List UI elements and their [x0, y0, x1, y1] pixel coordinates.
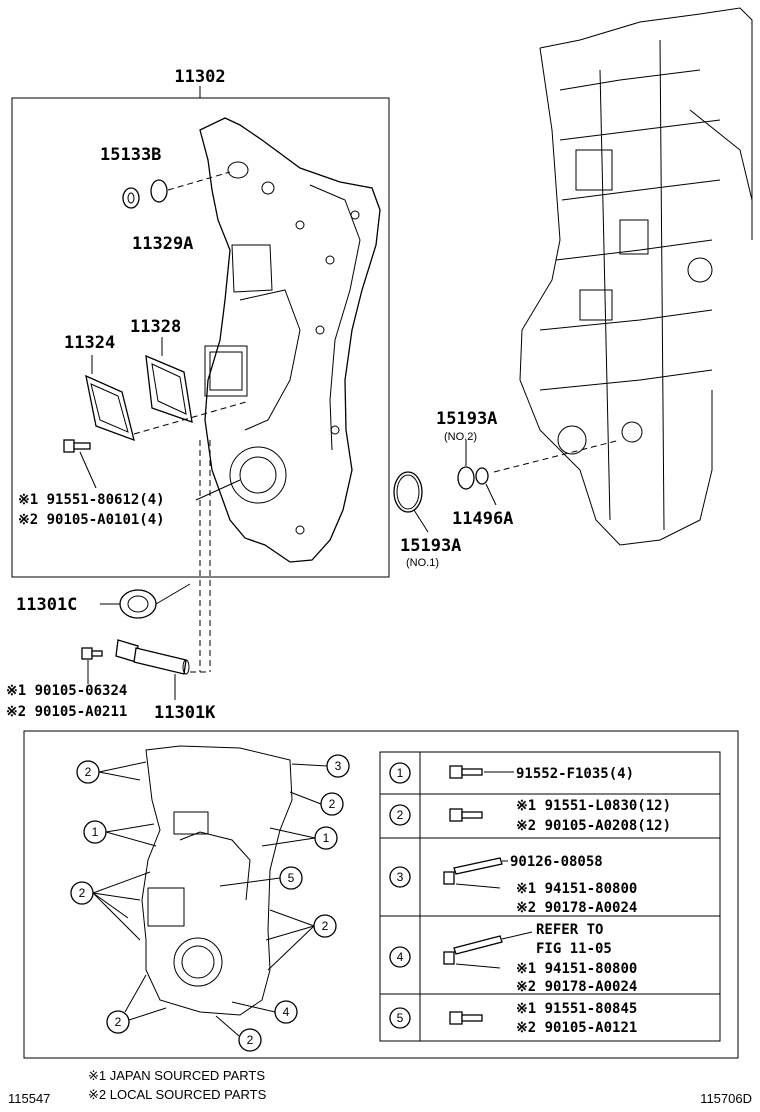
label-15133b: 15133B [100, 145, 161, 165]
callout-5: 5 [288, 871, 295, 885]
legend-num-5: 5 [397, 1011, 404, 1025]
callout-1b: 1 [323, 831, 330, 845]
footnote-local: ※2 LOCAL SOURCED PARTS [88, 1087, 267, 1102]
oring-11329a [150, 179, 168, 203]
sensor-bolt-line-2: ※2 90105-A0211 [6, 704, 127, 720]
callout-3: 3 [335, 759, 342, 773]
callout-2e: 2 [115, 1015, 122, 1029]
footer-right-id: 115706D [700, 1091, 752, 1106]
callout-2b: 2 [329, 797, 336, 811]
callout-4: 4 [283, 1005, 290, 1019]
sensor-11301k [115, 639, 190, 675]
legend-3-line-1: 90126-08058 [510, 854, 603, 870]
label-11301c: 11301C [16, 595, 77, 615]
flange-bolt-icon [449, 808, 463, 822]
label-15193a-no1: 15193A [400, 536, 461, 556]
legend-2-line-1: ※1 91551-L0830(12) [516, 798, 671, 814]
callout-2c: 2 [79, 886, 86, 900]
oring-15193a-no2 [457, 466, 475, 490]
callout-1a: 1 [92, 825, 99, 839]
legend-num-2: 2 [397, 808, 404, 822]
legend-num-4: 4 [397, 950, 404, 964]
legend-4-line-4: ※2 90178-A0024 [516, 979, 637, 995]
bolt-icon [63, 439, 91, 453]
bolt-layout-box [23, 730, 739, 1059]
note-no2: (NO.2) [444, 431, 477, 443]
note-no1: (NO.1) [406, 557, 439, 569]
small-bolt-icon [81, 647, 103, 660]
timing-cover-drawing [199, 117, 381, 563]
flange-bolt-icon [449, 1011, 463, 1025]
flange-bolt-icon [449, 765, 463, 779]
sensor-bolt-line-1: ※1 90105-06324 [6, 683, 127, 699]
gasket-11328 [145, 354, 193, 423]
legend-3-line-2: ※1 94151-80800 [516, 881, 637, 897]
oil-seal-11301c [119, 589, 157, 619]
footnote-japan: ※1 JAPAN SOURCED PARTS [88, 1068, 265, 1083]
legend-4-line-1: REFER TO [536, 922, 603, 938]
plate-11324 [85, 374, 135, 442]
legend-4-line-2: FIG 11-05 [536, 941, 612, 957]
bolt-line-1: ※1 91551-80612(4) [18, 492, 165, 508]
bolt-line-2: ※2 90105-A0101(4) [18, 512, 165, 528]
legend-2-line-2: ※2 90105-A0208(12) [516, 818, 671, 834]
engine-block-drawing [519, 7, 753, 546]
footer-left-id: 115547 [8, 1091, 50, 1106]
label-11301k: 11301K [154, 703, 216, 723]
assembly-number: 11302 [174, 67, 225, 87]
callout-2a: 2 [85, 765, 92, 779]
legend-4-line-3: ※1 94151-80800 [516, 961, 637, 977]
legend-num-1: 1 [397, 766, 404, 780]
label-11329a: 11329A [132, 234, 193, 254]
legend-5-line-2: ※2 90105-A0121 [516, 1020, 637, 1036]
legend-table: 1 91552-F1035(4) 2 ※1 91551-L0830(12) ※2… [379, 751, 721, 1042]
legend-1-line-1: 91552-F1035(4) [516, 766, 634, 782]
label-11324: 11324 [64, 333, 115, 353]
cover-outline-drawing [141, 745, 293, 1016]
stud-bolt-icon [443, 951, 455, 965]
legend-3-line-3: ※2 90178-A0024 [516, 900, 637, 916]
label-11496a: 11496A [452, 509, 513, 529]
callout-2d: 2 [322, 919, 329, 933]
label-11328: 11328 [130, 317, 181, 337]
legend-5-line-1: ※1 91551-80845 [516, 1001, 637, 1017]
oring-15193a-no1 [393, 471, 423, 513]
label-15193a-no2: 15193A [436, 409, 497, 429]
stud-bolt-icon [443, 871, 455, 885]
callout-group: 2 3 2 1 1 5 2 2 2 4 [70, 754, 350, 1052]
seal-11496a [475, 467, 489, 485]
seal-15133b [122, 187, 140, 209]
callout-2f: 2 [247, 1033, 254, 1047]
legend-num-3: 3 [397, 870, 404, 884]
